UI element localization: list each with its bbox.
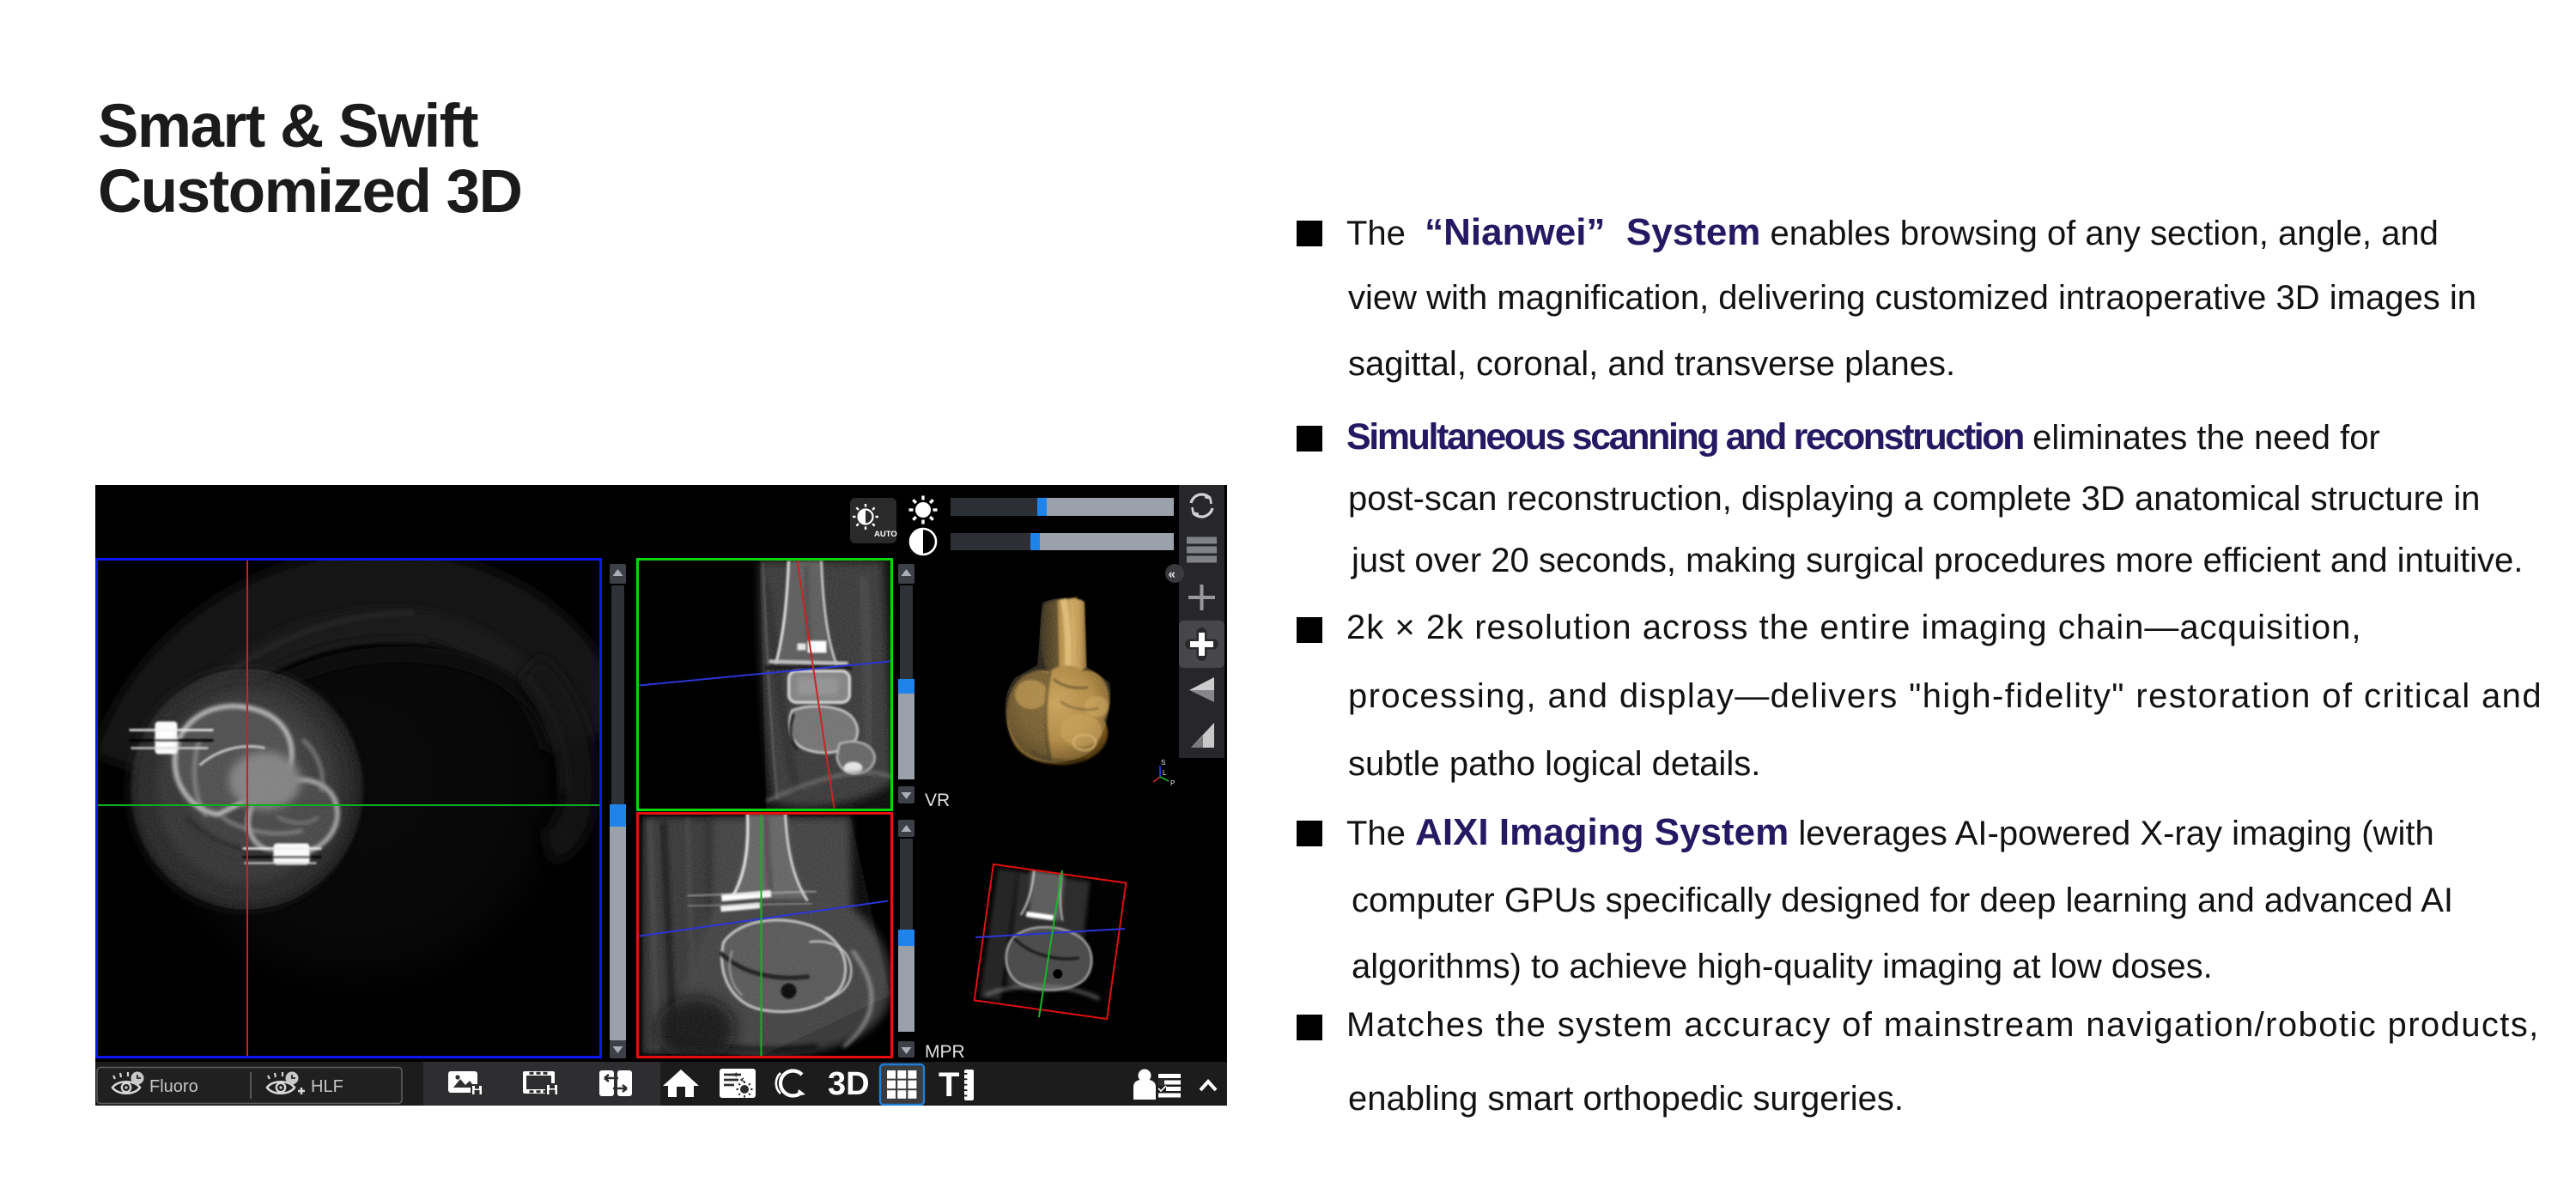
- svg-text:«: «: [1169, 567, 1176, 582]
- svg-text:HLF: HLF: [311, 1077, 343, 1096]
- svg-text:T: T: [939, 1066, 959, 1104]
- svg-text:Fluoro: Fluoro: [149, 1077, 198, 1096]
- svg-text:MPR: MPR: [925, 1042, 965, 1062]
- svg-text:L: L: [1163, 769, 1167, 777]
- svg-text:P: P: [1170, 779, 1175, 787]
- svg-text:VR: VR: [925, 791, 950, 810]
- svg-text:S: S: [1161, 759, 1165, 767]
- svg-text:AUTO: AUTO: [874, 530, 897, 539]
- svg-text:3D: 3D: [828, 1066, 870, 1102]
